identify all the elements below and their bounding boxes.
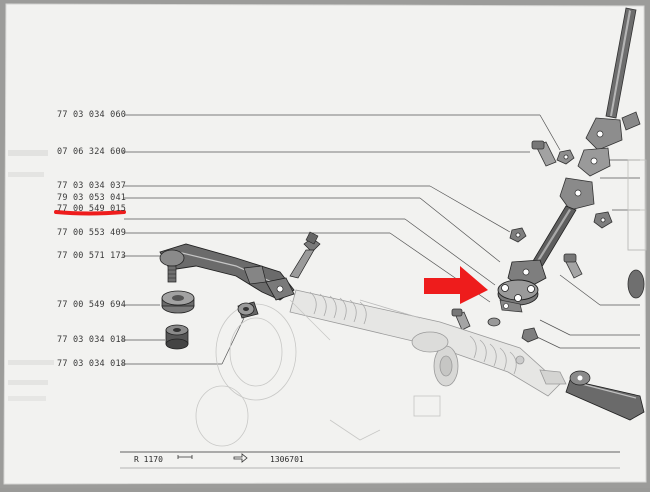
- part-number-label: 77 03 034 060: [57, 110, 127, 120]
- rubber-bush: [161, 290, 195, 314]
- wishbone-arm: [159, 243, 295, 301]
- part-number-label: 07 06 324 600: [57, 147, 127, 157]
- hardware-parts: [451, 111, 645, 343]
- flexible-coupling: [497, 279, 539, 313]
- subframe-outline: [195, 299, 381, 447]
- part-number-label: 77 03 034 018: [57, 359, 127, 369]
- highlight-underline: [54, 210, 126, 216]
- footer-serial: 1306701: [270, 455, 304, 464]
- part-number-label: 77 00 571 173: [57, 251, 127, 261]
- red-arrow-icon: [424, 266, 488, 304]
- steering-rack: [289, 289, 567, 417]
- part-number-label: 77 00 553 409: [57, 228, 127, 238]
- part-number-label: 77 00 549 694: [57, 300, 127, 310]
- part-number-label: 79 03 053 041: [57, 193, 127, 203]
- arm-bushing: [237, 301, 259, 319]
- bushing: [165, 324, 189, 350]
- part-number-label-highlighted: 77 00 549 015: [57, 204, 127, 214]
- steering-column-shaft: [507, 7, 637, 291]
- footer-symbols: [177, 453, 248, 463]
- long-bolt: [289, 231, 321, 279]
- part-number-label: 77 03 034 037: [57, 181, 127, 191]
- part-number-label: 77 03 034 018: [57, 335, 127, 345]
- footer-model: R 1170: [134, 455, 163, 464]
- tie-rod: [565, 370, 645, 421]
